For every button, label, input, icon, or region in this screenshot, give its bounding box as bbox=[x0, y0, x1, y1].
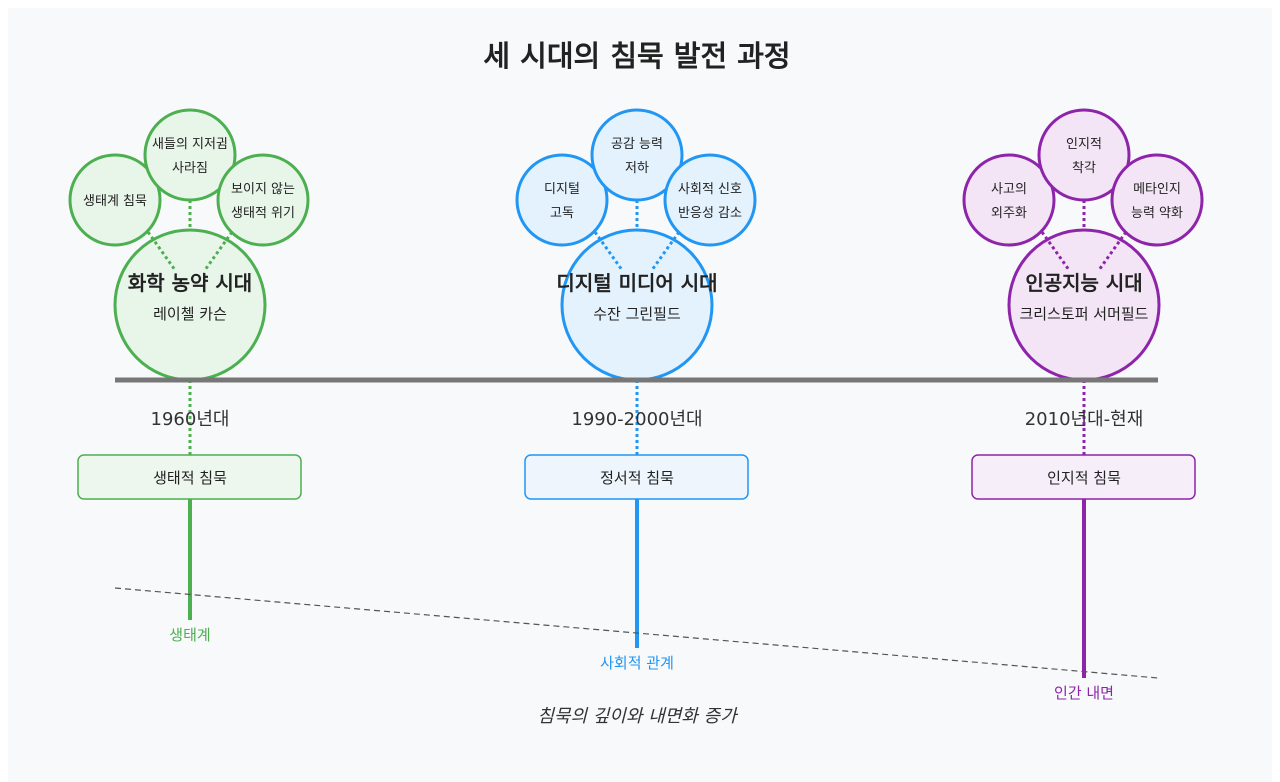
era-name: 디지털 미디어 시대 bbox=[556, 271, 717, 295]
aspect-label: 새들의 지저귐 bbox=[152, 137, 228, 152]
aspect-label: 사회적 신호 bbox=[678, 182, 742, 197]
aspect-circle bbox=[515, 153, 609, 247]
diagram-title: 세 시대의 침묵 발전 과정 bbox=[483, 39, 790, 73]
silence-type-label: 생태적 침묵 bbox=[153, 469, 227, 487]
era-period: 1960년대 bbox=[151, 409, 230, 430]
silence-type-label: 인지적 침묵 bbox=[1047, 469, 1121, 487]
aspect-connector bbox=[650, 231, 681, 271]
aspect-label: 반응성 감소 bbox=[678, 206, 742, 221]
aspect-connector bbox=[1040, 231, 1071, 271]
silence-type-label: 정서적 침묵 bbox=[600, 469, 674, 487]
aspect-circle bbox=[663, 153, 757, 247]
aspect-label: 생태계 침묵 bbox=[83, 194, 147, 209]
aspect-label: 저하 bbox=[625, 161, 649, 176]
aspect-label: 인지적 bbox=[1066, 137, 1102, 152]
era-period: 1990-2000년대 bbox=[571, 409, 702, 430]
aspect-label: 사라짐 bbox=[172, 161, 208, 176]
era-author: 수잔 그린필드 bbox=[593, 305, 681, 323]
aspect-label: 사고의 bbox=[991, 182, 1027, 197]
aspect-connector bbox=[593, 231, 624, 271]
depth-trend-line bbox=[114, 587, 1159, 679]
aspect-label: 능력 약화 bbox=[1131, 206, 1183, 221]
aspect-label: 디지털 bbox=[544, 182, 580, 197]
era-author: 크리스토퍼 서머필드 bbox=[1020, 305, 1149, 323]
aspect-label: 고독 bbox=[550, 206, 574, 221]
silence-target-label: 생태계 bbox=[169, 626, 210, 644]
aspect-label: 착각 bbox=[1072, 161, 1096, 176]
aspect-label: 보이지 않는 bbox=[231, 182, 295, 197]
era-name: 인공지능 시대 bbox=[1025, 271, 1142, 295]
era-period: 2010년대-현재 bbox=[1025, 409, 1144, 430]
aspect-circle bbox=[1110, 153, 1204, 247]
depth-caption: 침묵의 깊이와 내면화 증가 bbox=[537, 706, 739, 727]
aspect-circle bbox=[962, 153, 1056, 247]
aspect-label: 생태적 위기 bbox=[231, 206, 295, 221]
aspect-circle bbox=[216, 153, 310, 247]
aspect-label: 메타인지 bbox=[1133, 182, 1181, 197]
era-name: 화학 농약 시대 bbox=[128, 271, 252, 295]
aspect-label: 외주화 bbox=[991, 206, 1027, 221]
silence-target-label: 인간 내면 bbox=[1054, 684, 1114, 702]
silence-target-label: 사회적 관계 bbox=[600, 654, 674, 672]
aspect-label: 공감 능력 bbox=[611, 137, 663, 152]
aspect-connector bbox=[1097, 231, 1128, 271]
era-author: 레이첼 카슨 bbox=[153, 305, 227, 323]
aspect-connector bbox=[203, 231, 234, 271]
aspect-connector bbox=[146, 231, 177, 271]
aspect-circle bbox=[68, 153, 162, 247]
